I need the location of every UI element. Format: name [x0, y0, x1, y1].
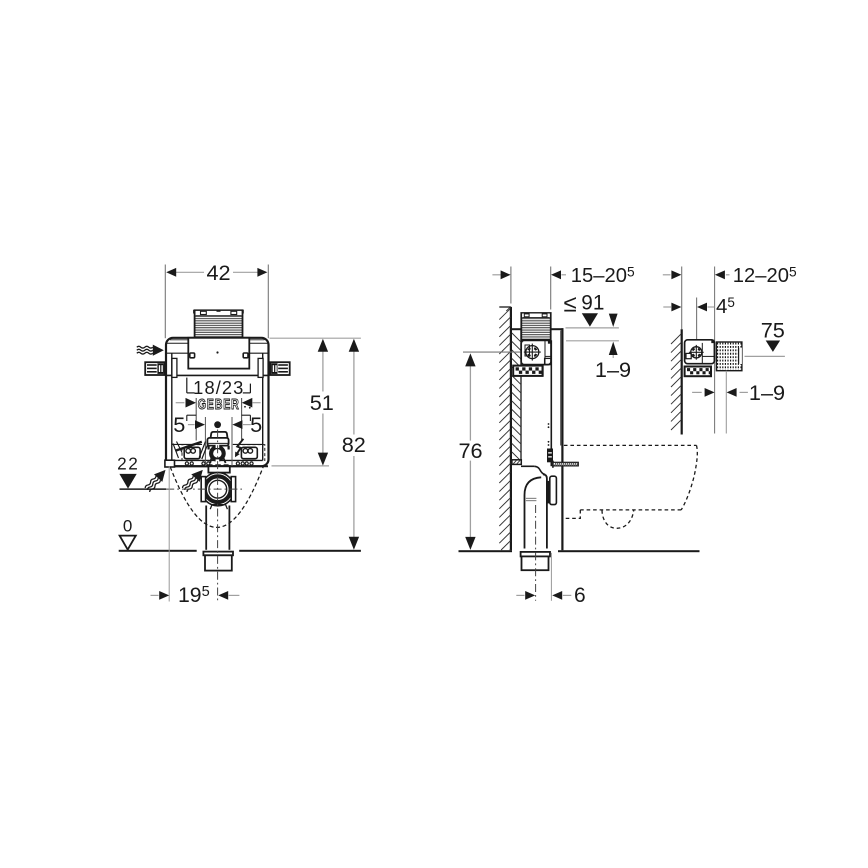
svg-text:15–205: 15–205: [571, 265, 635, 288]
svg-text:18/23: 18/23: [193, 377, 244, 398]
svg-text:51: 51: [310, 390, 334, 415]
svg-text:76: 76: [458, 438, 482, 463]
svg-text:0: 0: [123, 517, 132, 536]
svg-text:5: 5: [173, 412, 185, 437]
svg-text:1–9: 1–9: [595, 357, 631, 382]
svg-text:91: 91: [581, 292, 604, 315]
svg-text:6: 6: [574, 584, 586, 607]
svg-text:22: 22: [117, 453, 139, 473]
svg-text:12–205: 12–205: [733, 265, 797, 288]
svg-text:GEBER: GEBER: [198, 397, 240, 413]
svg-text:≤: ≤: [564, 291, 577, 318]
svg-text:42: 42: [206, 260, 230, 285]
svg-text:82: 82: [342, 432, 366, 457]
svg-text:75: 75: [761, 317, 785, 342]
svg-text:1–9: 1–9: [749, 380, 785, 405]
svg-text:5: 5: [250, 412, 262, 437]
